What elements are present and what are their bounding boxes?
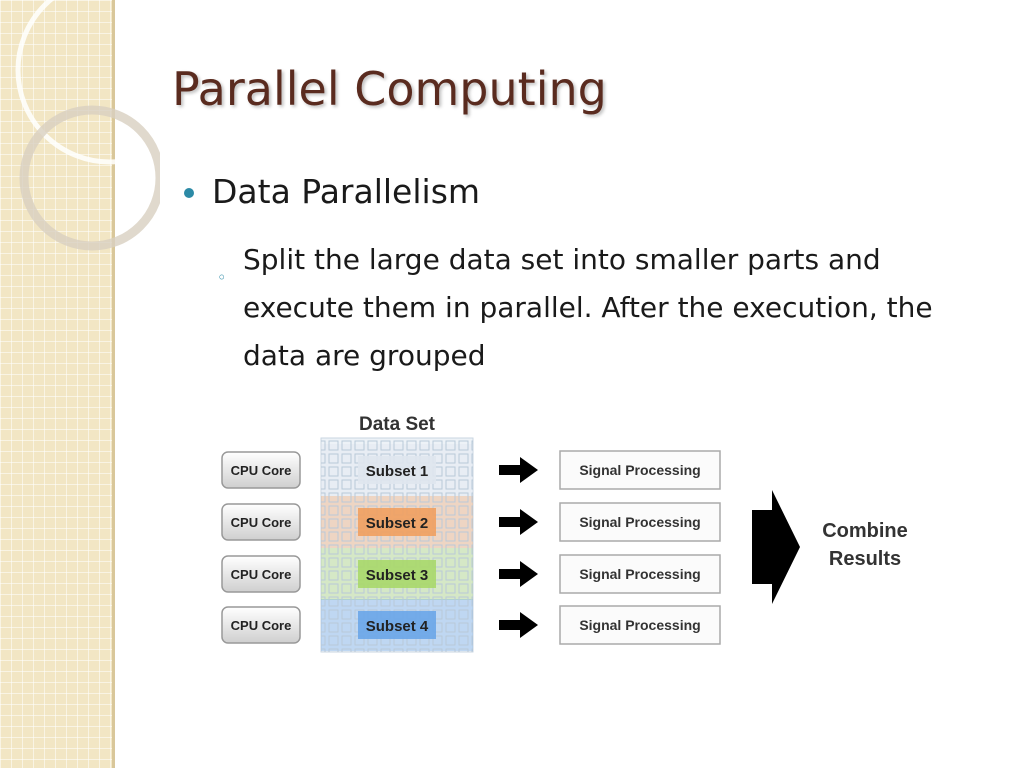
signal-processing-label: Signal Processing — [579, 617, 700, 633]
signal-processing-label: Signal Processing — [579, 462, 700, 478]
sub-bullet-text: Split the large data set into smaller pa… — [243, 236, 977, 380]
combine-label-line1: Combine — [822, 520, 908, 542]
subset-label: Subset 2 — [366, 515, 429, 532]
cpu-core-label: CPU Core — [231, 463, 292, 478]
sub-bullet-item: ◦ Split the large data set into smaller … — [217, 236, 977, 380]
process-arrow-icon — [499, 509, 538, 535]
cpu-core-label: CPU Core — [231, 515, 292, 530]
process-arrow-icon — [499, 457, 538, 483]
combine-arrow-icon — [752, 490, 800, 604]
data-parallelism-diagram: Data Set CPU Core Subset 1 Signal Processi… — [210, 400, 930, 662]
signal-processing-label: Signal Processing — [579, 566, 700, 582]
process-arrow-icon — [499, 612, 538, 638]
bullet-item: Data Parallelism — [184, 172, 480, 211]
combine-label-line2: Results — [829, 548, 901, 570]
data-set-label: Data Set — [359, 414, 436, 435]
subset-label: Subset 1 — [366, 463, 429, 480]
decorative-circles — [0, 0, 160, 300]
slide-title: Parallel Computing — [172, 62, 607, 116]
cpu-core-label: CPU Core — [231, 567, 292, 582]
sub-bullet-ring-icon: ◦ — [217, 254, 226, 302]
process-arrow-icon — [499, 561, 538, 587]
bullet-dot-icon — [184, 188, 194, 198]
signal-processing-label: Signal Processing — [579, 514, 700, 530]
subset-label: Subset 4 — [366, 618, 429, 635]
subset-label: Subset 3 — [366, 567, 429, 584]
bullet-text: Data Parallelism — [212, 172, 480, 211]
cpu-core-label: CPU Core — [231, 618, 292, 633]
